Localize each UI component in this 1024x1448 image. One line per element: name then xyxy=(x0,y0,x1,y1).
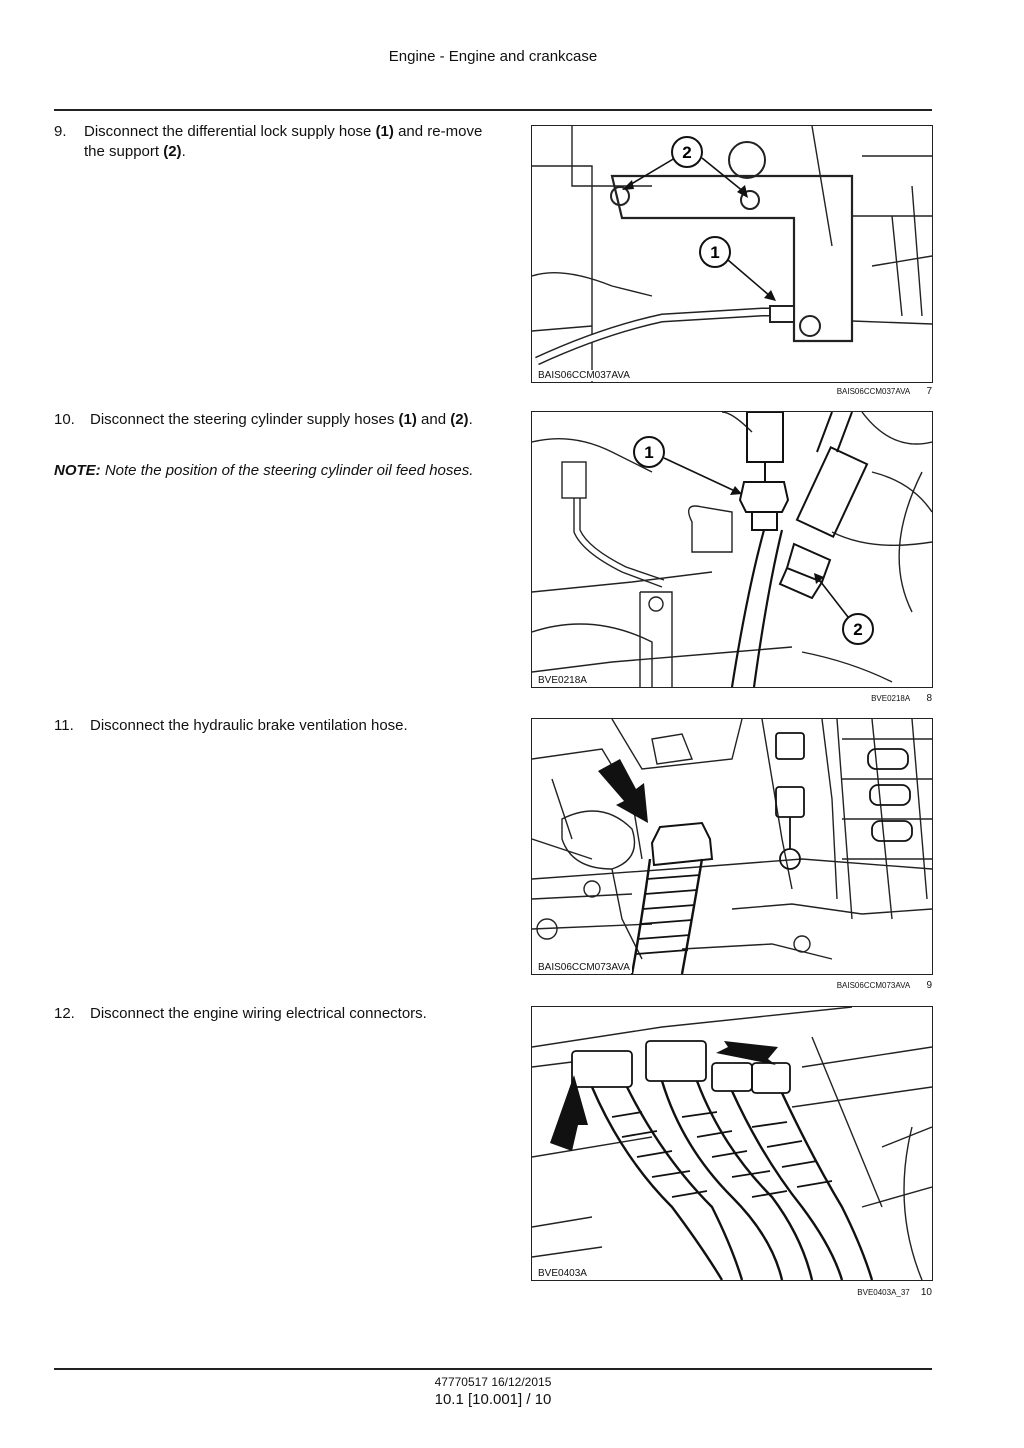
page-title: Engine - Engine and crankcase xyxy=(388,48,598,65)
header-divider xyxy=(54,109,932,111)
page-number: 10.1 [10.001] / 10 xyxy=(434,1391,552,1408)
figure-caption: BAIS06CCM073AVA 9 xyxy=(836,980,932,991)
note-label: NOTE: xyxy=(54,462,101,479)
callout-label: 2 xyxy=(682,143,691,162)
figure-7: 2 1 BAIS06CCM037AVA xyxy=(531,125,933,383)
footer-divider xyxy=(54,1368,932,1370)
step-text: Disconnect the hydraulic brake ventilati… xyxy=(90,717,408,734)
figure-code: BAIS06CCM037AVA xyxy=(536,370,632,381)
figure-8: 1 2 BVE0218A xyxy=(531,411,933,688)
figure-caption: BVE0403A_37 10 xyxy=(857,1287,932,1298)
callout-label: 1 xyxy=(710,243,719,262)
figure-code: BAIS06CCM073AVA xyxy=(536,962,632,973)
step-number: 10. xyxy=(54,411,75,428)
figure-9: BAIS06CCM073AVA xyxy=(531,718,933,975)
step-9: 9. Disconnect the differential lock supp… xyxy=(54,122,494,162)
figure-10: BVE0403A xyxy=(531,1006,933,1281)
figure-8-illustration: 1 2 xyxy=(532,412,932,687)
step-text: Disconnect the differential lock supply … xyxy=(84,123,483,160)
step-10: 10. Disconnect the steering cylinder sup… xyxy=(54,410,494,430)
figure-10-illustration xyxy=(532,1007,932,1280)
figure-9-illustration xyxy=(532,719,932,974)
figure-code: BVE0403A xyxy=(536,1268,589,1279)
figure-caption: BVE0218A 8 xyxy=(871,693,932,704)
figure-code: BVE0218A xyxy=(536,675,589,686)
step-number: 12. xyxy=(54,1005,75,1022)
step-text: Disconnect the steering cylinder supply … xyxy=(90,411,473,428)
callout-label: 1 xyxy=(644,443,653,462)
figure-caption: BAIS06CCM037AVA 7 xyxy=(836,386,932,397)
note: NOTE: Note the position of the steering … xyxy=(54,461,494,481)
step-text: Disconnect the engine wiring electrical … xyxy=(90,1005,427,1022)
step-number: 11. xyxy=(54,717,74,734)
step-12: 12. Disconnect the engine wiring electri… xyxy=(54,1004,494,1024)
step-11: 11. Disconnect the hydraulic brake venti… xyxy=(54,716,494,736)
figure-7-illustration: 2 1 xyxy=(532,126,932,382)
note-text: Note the position of the steering cylind… xyxy=(100,462,474,479)
step-number: 9. xyxy=(54,123,67,140)
callout-label: 2 xyxy=(853,620,862,639)
document-id: 47770517 16/12/2015 xyxy=(434,1375,552,1389)
